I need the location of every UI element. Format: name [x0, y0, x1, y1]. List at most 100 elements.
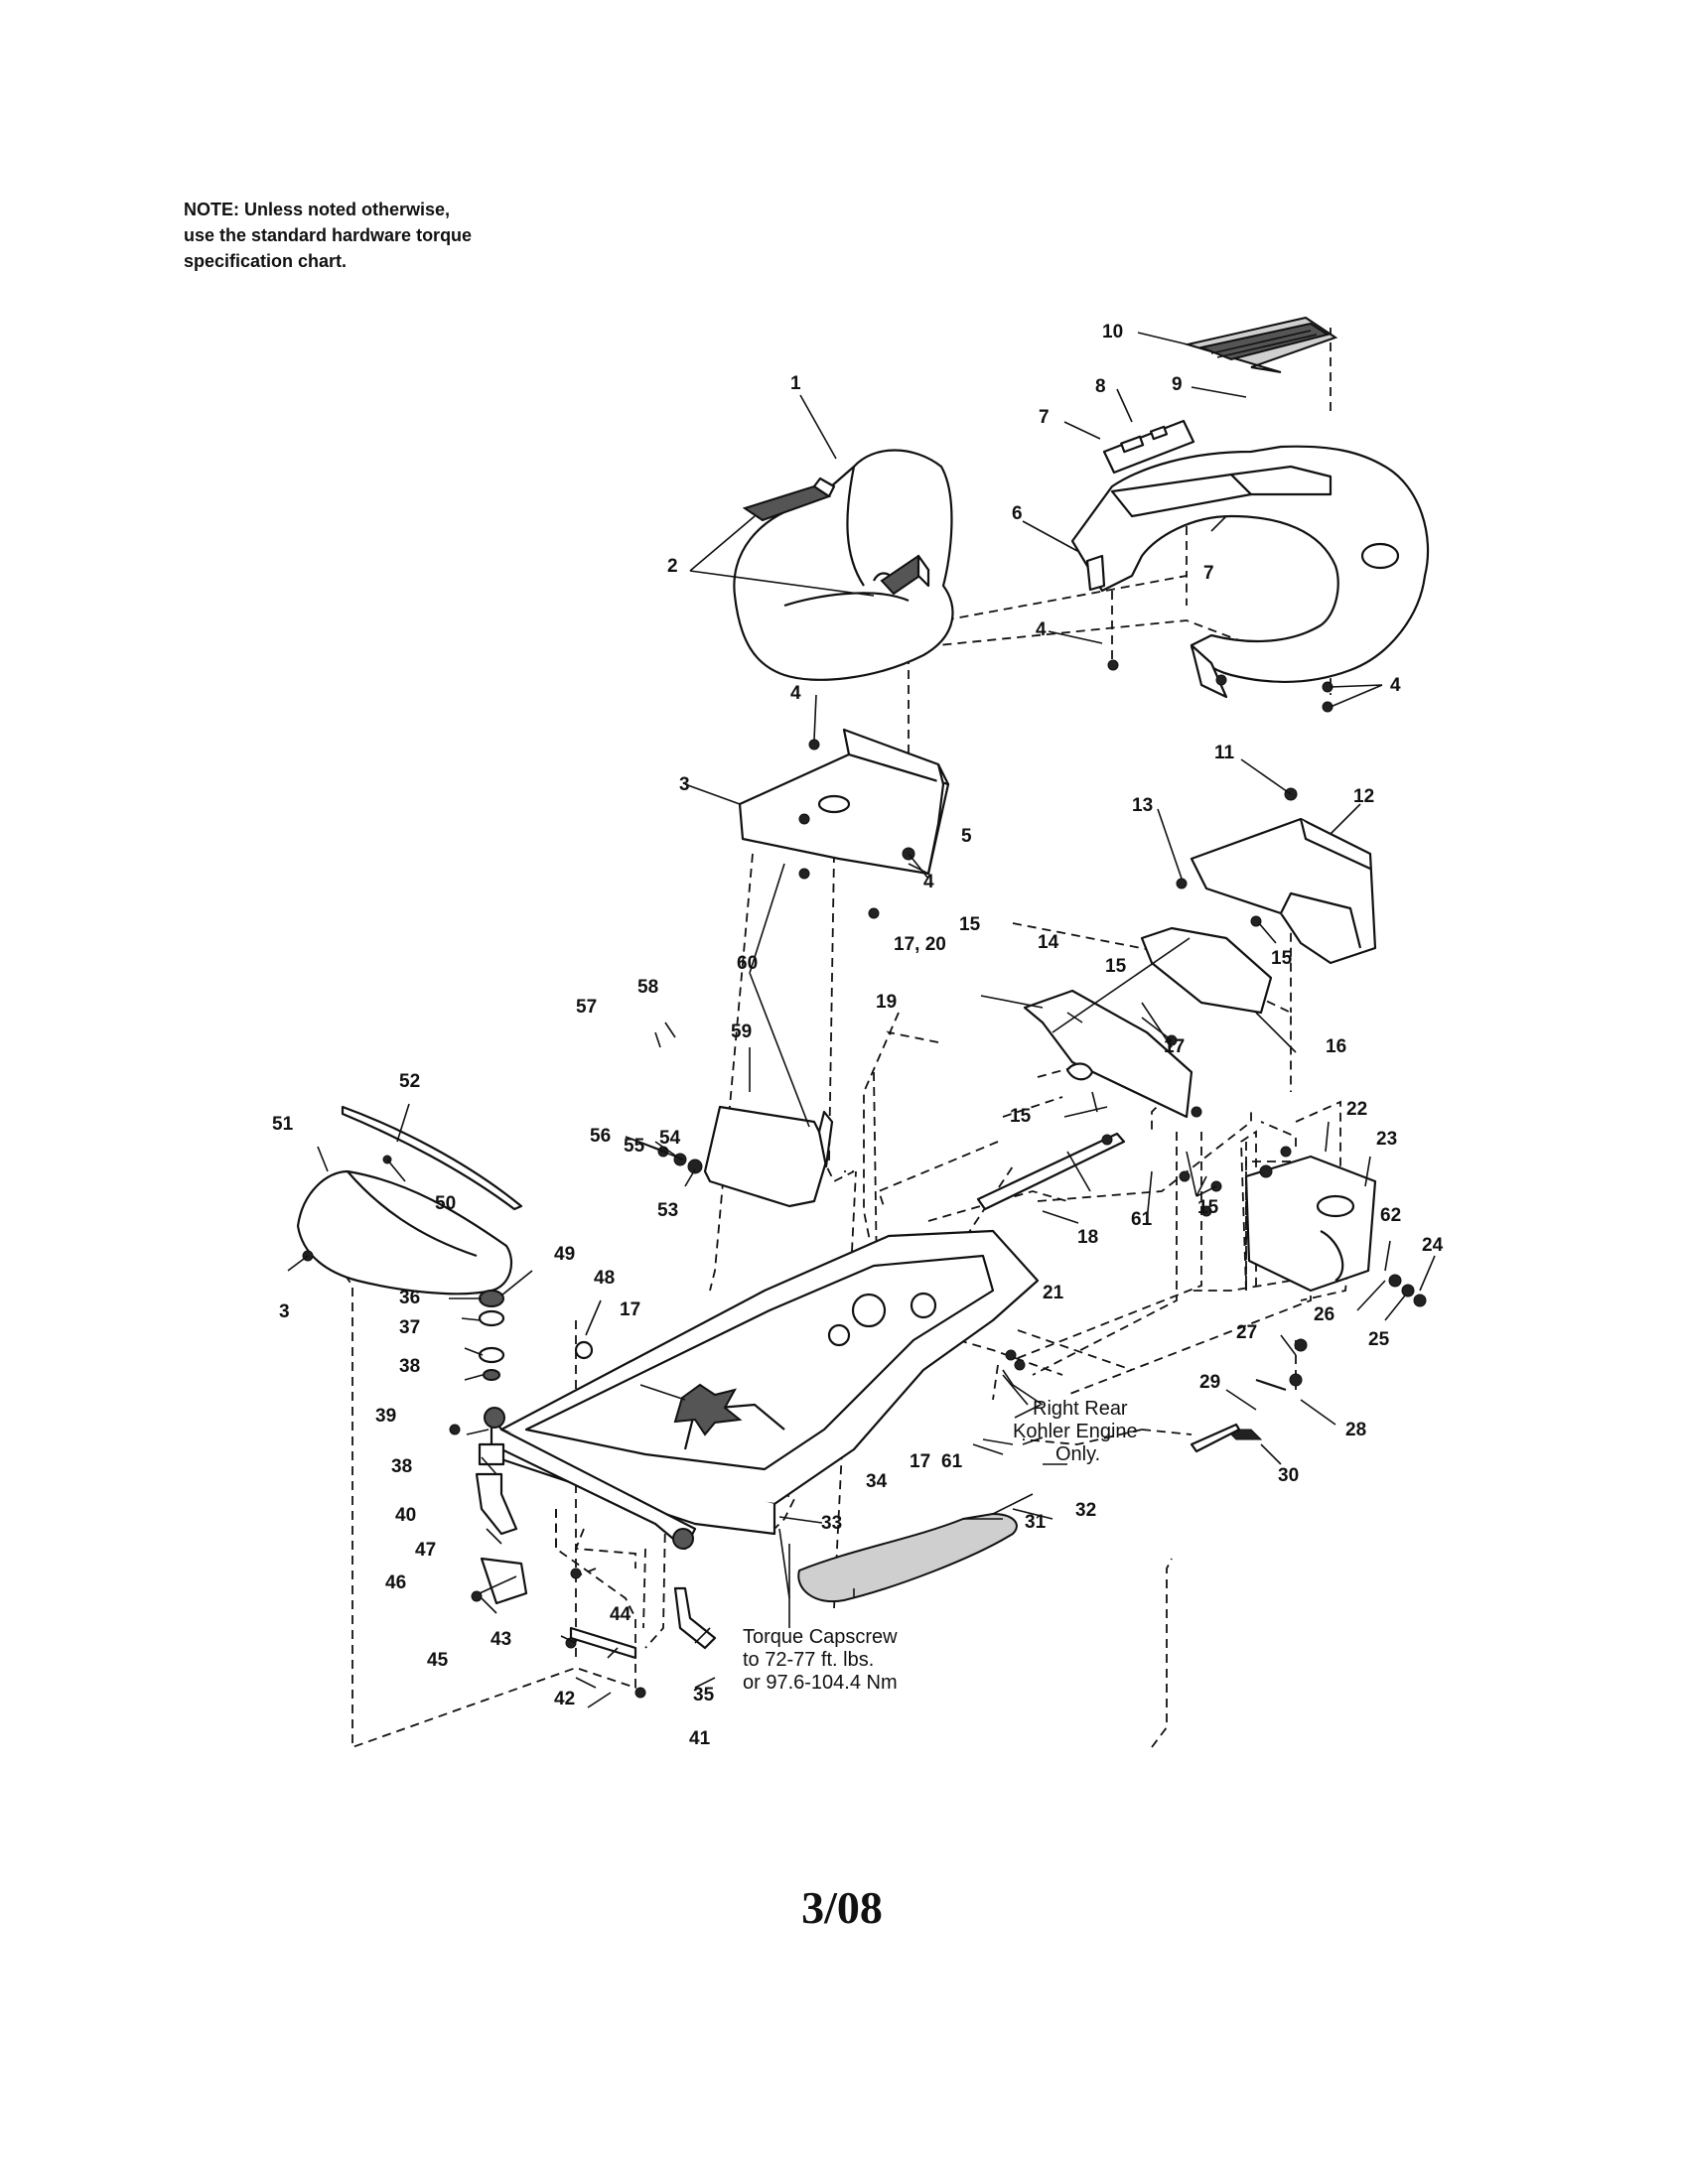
label-42: 42: [554, 1689, 575, 1709]
label-15-e: 15: [1197, 1197, 1219, 1218]
callout-right-rear-line-2: Kohler Engine: [1013, 1421, 1138, 1442]
label-17-shield: 17: [1164, 1036, 1185, 1057]
label-43: 43: [491, 1629, 511, 1650]
label-11: 11: [1214, 743, 1235, 763]
label-15-c: 15: [1271, 948, 1293, 969]
label-5: 5: [961, 826, 972, 847]
label-3-seatpan: 3: [679, 774, 690, 795]
label-33: 33: [821, 1513, 842, 1534]
frame-part-34: [499, 1229, 1040, 1536]
armrest-part-2: [742, 477, 930, 596]
label-10: 10: [1102, 322, 1123, 342]
callout-torque-capscrew: Torque Capscrew to 72-77 ft. lbs. or 97.…: [743, 1626, 898, 1694]
note-line-1: NOTE: Unless noted otherwise,: [184, 200, 451, 219]
label-16: 16: [1326, 1036, 1346, 1057]
label-36: 36: [399, 1288, 420, 1308]
callout-torque-line-3: or 97.6-104.4 Nm: [743, 1672, 898, 1694]
label-60: 60: [737, 953, 758, 974]
label-4-top: 4: [790, 683, 801, 704]
vent-part-10: [1184, 316, 1338, 373]
label-4-right: 4: [1390, 675, 1401, 696]
spindle-stack: [475, 1290, 717, 1660]
label-15-a: 15: [959, 914, 981, 935]
label-35: 35: [693, 1685, 715, 1706]
label-44: 44: [610, 1604, 632, 1625]
panel-part-8: [1102, 419, 1195, 475]
label-62: 62: [1380, 1205, 1401, 1226]
part-labels: 1 2 3 3 4 4 4 4 5 6 7 7 8 9 10 11 12 13 …: [272, 322, 1444, 1749]
label-4-pan: 4: [923, 872, 934, 892]
callout-right-rear-line-1: Right Rear: [1033, 1398, 1128, 1420]
label-17-rear: 17: [910, 1451, 930, 1472]
label-32: 32: [1075, 1500, 1096, 1521]
label-56: 56: [590, 1126, 611, 1147]
label-6: 6: [1012, 503, 1023, 524]
label-38-lower: 38: [391, 1456, 412, 1477]
label-9: 9: [1172, 374, 1183, 395]
label-37: 37: [399, 1317, 420, 1338]
label-3-hood: 3: [279, 1301, 290, 1322]
label-45: 45: [427, 1650, 449, 1671]
label-30: 30: [1278, 1465, 1299, 1486]
label-46: 46: [385, 1572, 406, 1593]
label-24: 24: [1422, 1235, 1444, 1256]
note-line-3: specification chart.: [184, 251, 348, 271]
label-55: 55: [624, 1136, 645, 1157]
label-7-fender: 7: [1203, 563, 1214, 584]
label-57: 57: [576, 997, 597, 1018]
label-23: 23: [1376, 1129, 1397, 1150]
label-7-top: 7: [1039, 407, 1050, 428]
label-38-upper: 38: [399, 1356, 420, 1377]
label-40: 40: [395, 1505, 416, 1526]
deck-plate-part-31: [797, 1512, 1018, 1603]
label-26: 26: [1314, 1304, 1334, 1325]
label-14: 14: [1038, 932, 1059, 953]
label-28: 28: [1345, 1420, 1366, 1440]
label-29: 29: [1199, 1372, 1220, 1393]
hood-part-51: [296, 1169, 513, 1296]
note-line-2: use the standard hardware torque: [184, 225, 473, 245]
label-47: 47: [415, 1540, 436, 1561]
label-12: 12: [1353, 786, 1374, 807]
label-15-d: 15: [1010, 1106, 1032, 1127]
label-1: 1: [790, 373, 801, 394]
label-61-rear: 61: [941, 1451, 963, 1472]
seat-part-1: [733, 449, 954, 681]
label-49: 49: [554, 1244, 575, 1265]
label-31: 31: [1025, 1512, 1047, 1533]
label-17-frame: 17: [620, 1299, 640, 1320]
label-34: 34: [866, 1471, 888, 1492]
label-13: 13: [1132, 795, 1153, 816]
callout-torque-line-2: to 72-77 ft. lbs.: [743, 1649, 874, 1671]
engine-cover-part-12: [1190, 817, 1377, 965]
label-48: 48: [594, 1268, 615, 1289]
label-17-20: 17, 20: [894, 934, 946, 955]
label-15-b: 15: [1105, 956, 1127, 977]
callout-torque-line-1: Torque Capscrew: [743, 1626, 898, 1648]
callout-right-rear: Right Rear Kohler Engine Only.: [1013, 1398, 1138, 1465]
label-52: 52: [399, 1071, 420, 1092]
label-41: 41: [689, 1728, 711, 1749]
fender-part-6: [1070, 445, 1430, 699]
label-51: 51: [272, 1114, 294, 1135]
date-footer: 3/08: [801, 1882, 883, 1933]
label-18: 18: [1077, 1227, 1098, 1248]
label-53: 53: [657, 1200, 678, 1221]
fuel-tank-part-23: [1244, 1155, 1377, 1293]
seat-pan-part-3: [738, 728, 950, 876]
label-27: 27: [1236, 1322, 1257, 1343]
label-8: 8: [1095, 376, 1106, 397]
label-21: 21: [1043, 1283, 1064, 1303]
label-22: 22: [1346, 1099, 1367, 1120]
callout-right-rear-line-3: Only.: [1055, 1443, 1100, 1465]
torque-note: NOTE: Unless noted otherwise, use the st…: [184, 197, 541, 274]
label-61-shield: 61: [1131, 1209, 1153, 1230]
label-54: 54: [659, 1128, 681, 1149]
label-4-fender: 4: [1036, 619, 1047, 640]
battery-tray-part-53: [703, 1105, 834, 1208]
label-59: 59: [731, 1022, 752, 1042]
label-19: 19: [876, 992, 897, 1013]
leader-lines: [287, 332, 1436, 1708]
label-2: 2: [667, 556, 678, 577]
